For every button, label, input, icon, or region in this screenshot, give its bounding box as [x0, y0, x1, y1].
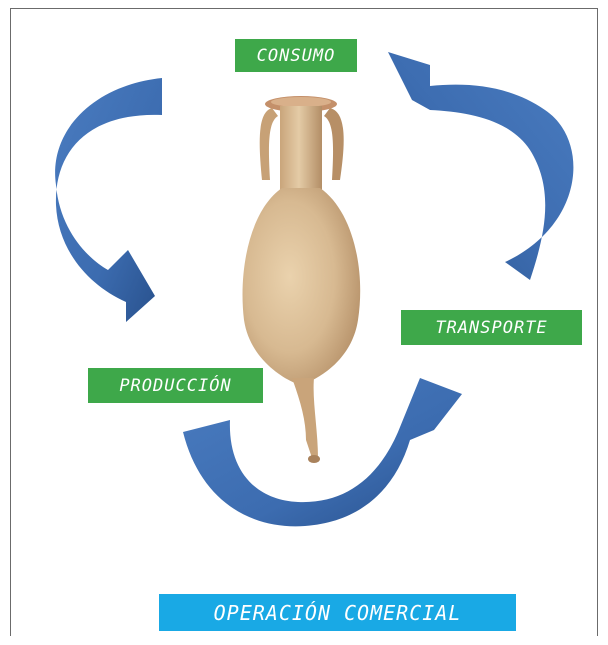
arrow-right [388, 52, 573, 280]
node-transporte-label: TRANSPORTE [401, 310, 582, 345]
node-consumo-label: CONSUMO [235, 39, 357, 72]
diagram-title-label: OPERACIÓN COMERCIAL [159, 594, 516, 631]
amphora-image [243, 96, 361, 463]
arrow-left [55, 78, 162, 322]
node-produccion-label: PRODUCCIÓN [88, 368, 263, 403]
